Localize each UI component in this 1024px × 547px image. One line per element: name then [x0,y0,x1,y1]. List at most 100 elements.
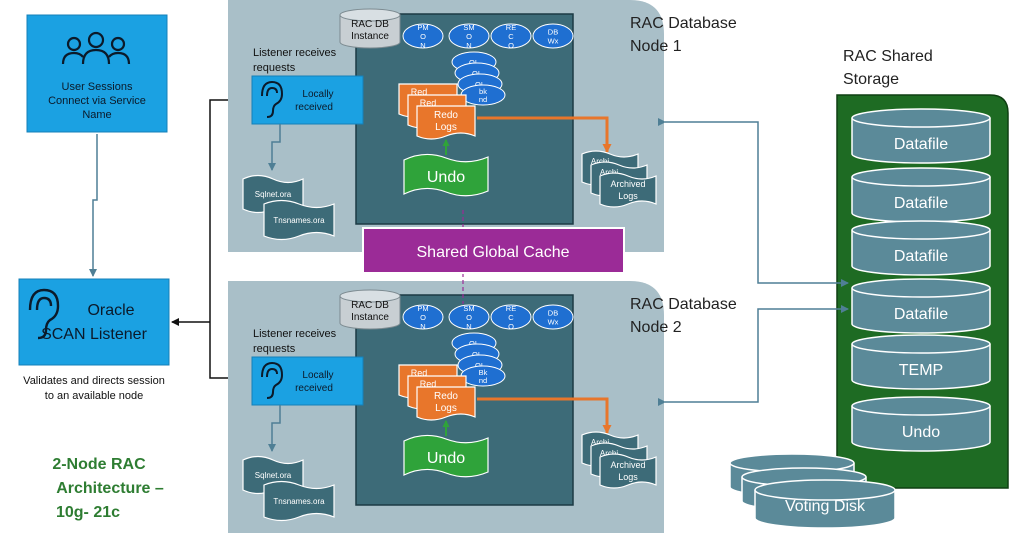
archive-back-label: Archi [600,449,618,458]
redo-back-label: Red [420,379,437,389]
svg-text:to an available node: to an available node [45,390,143,402]
listener-heading: requests [253,62,296,74]
config-file-label: Tnsnames.ora [273,216,325,225]
svg-text:User Sessions: User Sessions [62,81,133,93]
stack-process-label: nd [479,376,487,385]
process-label: N [420,322,425,331]
svg-text:RAC Shared: RAC Shared [843,48,933,65]
tnsnames-file: Tnsnames.ora [263,199,335,241]
listener-box-label: Locally [302,89,333,100]
archive-label: Logs [618,191,638,201]
users-icon [61,31,131,65]
architecture-title-line: 10g- 21c [56,504,120,521]
process-label: O [508,41,514,50]
process-label: Wx [548,318,559,327]
instance-label: Instance [351,31,389,42]
storage-title: Storage [843,71,899,88]
svg-text:Connect via Service: Connect via Service [48,95,146,107]
redo-to-archive-arrow [477,397,612,434]
archive-label: Archived [610,179,645,189]
svg-text:Name: Name [82,109,111,121]
process-label: DB [548,28,558,37]
stack-process-label: bk [479,87,487,96]
architecture-title-line: 2-Node RAC [52,456,146,473]
process-label: RE [506,23,516,32]
process-label: SM [463,304,474,313]
user-sessions-box: User Sessions Connect via Service Name [26,14,168,133]
storage-disk: Undo [851,396,991,452]
listener-heading: requests [253,343,296,355]
process-label: N [420,41,425,50]
svg-text:Storage: Storage [843,71,899,88]
storage-disk: Datafile [851,278,991,334]
storage-disk-label: Datafile [894,248,948,265]
process-label: C [508,32,514,41]
stack-process-label: OL [472,69,482,78]
listener-heading: Listener receives [253,328,337,340]
sessions-to-scan-connector [89,134,98,277]
svg-text:10g- 21c: 10g- 21c [56,504,120,521]
voting-disk-label: Voting Disk [785,498,866,515]
process-label: DB [548,309,558,318]
redo-label: Redo [434,391,458,402]
redo-to-archive-arrow [477,116,612,153]
svg-text:SCAN Listener: SCAN Listener [41,326,147,343]
redo-back-label: Red [411,368,428,378]
redo-label: Redo [434,110,458,121]
shared-global-cache-label: Shared Global Cache [417,244,570,261]
listener-box-label: received [295,383,333,394]
stack-process-label: Bk [479,368,488,377]
tnsnames-file: Tnsnames.ora [263,480,335,522]
process-label: O [420,313,426,322]
process-label: PM [417,304,428,313]
listener-box-label: Locally [302,370,333,381]
undo-label: Undo [427,169,465,186]
undo-segment: Undo [403,153,489,197]
shared-global-cache: Shared Global Cache [362,227,625,274]
node2-storage-connector [658,305,849,406]
stack-process-label: nd [479,95,487,104]
instance-label: RAC DB [351,19,389,30]
stack-process-label: OL [469,339,479,348]
architecture-title: 2-Node RAC Architecture – 10g- 21c [52,456,164,521]
process-label: RE [506,304,516,313]
process-label: SM [463,23,474,32]
process-label: N [466,41,471,50]
node-title: RAC Database [630,15,737,32]
ear-icon [261,361,284,399]
storage-disk-label: Undo [902,424,940,441]
archive-back-label: Archi [591,157,609,166]
process-label: O [466,313,472,322]
node1-storage-connector [658,118,849,287]
local-listener-box: Locally received [251,356,364,406]
undo-label: Undo [427,450,465,467]
svg-text:2-Node RAC: 2-Node RAC [52,456,146,473]
listener-heading: Listener receives [253,47,337,59]
storage-disk-label: Datafile [894,195,948,212]
ear-icon [261,80,284,118]
scan-listener-caption: to an available node [45,390,143,402]
node-title: Node 1 [630,38,682,55]
process-label: O [466,32,472,41]
user-sessions-label-line: Name [82,109,111,121]
listener-box-label: received [295,102,333,113]
scan-listener-title: SCAN Listener [41,326,147,343]
stack-process-label: OL [472,350,482,359]
storage-disk-label: Datafile [894,136,948,153]
voting-disk: Voting Disk [729,453,896,529]
svg-text:Architecture –: Architecture – [56,480,164,497]
